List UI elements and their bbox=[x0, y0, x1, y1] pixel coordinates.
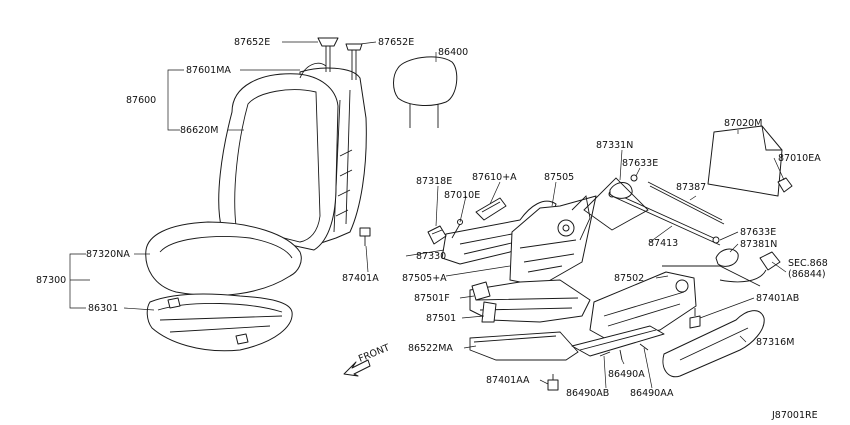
label-86400: 86400 bbox=[438, 47, 468, 58]
label-87501F: 87501F bbox=[414, 293, 450, 304]
label-87633E-bottom: 87633E bbox=[740, 227, 776, 238]
label-87381N: 87381N bbox=[740, 239, 777, 250]
label-87318E: 87318E bbox=[416, 176, 452, 187]
label-86490AB: 86490AB bbox=[566, 388, 609, 399]
label-86490AA: 86490AA bbox=[630, 388, 674, 399]
bolt-87401AB bbox=[689, 308, 701, 329]
frame-86522MA bbox=[469, 331, 579, 361]
frame-87502 bbox=[589, 265, 761, 341]
label-86522MA: 86522MA bbox=[408, 343, 453, 354]
label-sec868: SEC.868 bbox=[788, 258, 828, 269]
headrest-guide-bolts bbox=[299, 37, 363, 80]
label-87300: 87300 bbox=[36, 275, 66, 286]
plate-87381N bbox=[715, 248, 739, 267]
label-front: FRONT bbox=[357, 342, 391, 364]
label-87601MA: 87601MA bbox=[186, 65, 231, 76]
label-87316M: 87316M bbox=[756, 337, 794, 348]
leader-lines bbox=[69, 41, 787, 389]
label-87331N: 87331N bbox=[596, 140, 633, 151]
label-86620M: 86620M bbox=[180, 125, 218, 136]
label-87502: 87502 bbox=[614, 273, 644, 284]
clips-86490 bbox=[599, 343, 649, 361]
label-86301: 86301 bbox=[88, 303, 118, 314]
clip-87010EA bbox=[777, 177, 793, 193]
label-87401A: 87401A bbox=[342, 273, 379, 284]
label-87020M: 87020M bbox=[724, 118, 762, 129]
belt-buckle-sec868 bbox=[719, 251, 781, 283]
label-87505: 87505 bbox=[544, 172, 574, 183]
label-sec868-sub: (86844) bbox=[788, 269, 826, 280]
front-arrow-icon bbox=[343, 359, 371, 377]
recliner-cover-87330 bbox=[441, 200, 557, 265]
lever-87610A bbox=[475, 197, 507, 221]
recliner-mechanism-87505 bbox=[509, 195, 597, 287]
seat-cushion-frame bbox=[146, 293, 293, 352]
knob-87318E bbox=[427, 225, 447, 245]
label-87652E-right: 87652E bbox=[378, 37, 414, 48]
bolt-87401A bbox=[359, 227, 371, 246]
seat-cushion bbox=[145, 221, 302, 296]
label-87505A: 87505+A bbox=[402, 273, 447, 284]
label-87010EA: 87010EA bbox=[778, 153, 821, 164]
torsion-bar-87387 bbox=[647, 181, 725, 225]
cover-87316M bbox=[662, 310, 765, 378]
rail-lower bbox=[571, 325, 665, 357]
label-87501: 87501 bbox=[426, 313, 456, 324]
plate-87331N bbox=[583, 177, 649, 231]
bolt-87401AA bbox=[547, 374, 559, 391]
label-87010E: 87010E bbox=[444, 190, 480, 201]
label-87401AA: 87401AA bbox=[486, 375, 530, 386]
headrest bbox=[393, 56, 458, 128]
label-87320NA: 87320NA bbox=[86, 249, 130, 260]
diagram-code: J87001RE bbox=[771, 410, 818, 421]
seat-back-board bbox=[707, 125, 783, 197]
label-87401AB: 87401AB bbox=[756, 293, 799, 304]
cross-rod-87413 bbox=[608, 190, 721, 246]
washer-87633E bbox=[630, 174, 720, 244]
label-87600: 87600 bbox=[126, 95, 156, 106]
label-86490A: 86490A bbox=[608, 369, 645, 380]
slide-adjuster-87501 bbox=[469, 279, 591, 323]
label-87387: 87387 bbox=[676, 182, 706, 193]
label-87633E-top: 87633E bbox=[622, 158, 658, 169]
label-87413: 87413 bbox=[648, 238, 678, 249]
label-87330: 87330 bbox=[416, 251, 446, 262]
label-87610A: 87610+A bbox=[472, 172, 517, 183]
seat-back-cushion bbox=[218, 73, 339, 251]
part-labels: 87652E 87652E 86400 87601MA 87600 86620M… bbox=[36, 37, 828, 421]
label-87652E-left: 87652E bbox=[234, 37, 270, 48]
